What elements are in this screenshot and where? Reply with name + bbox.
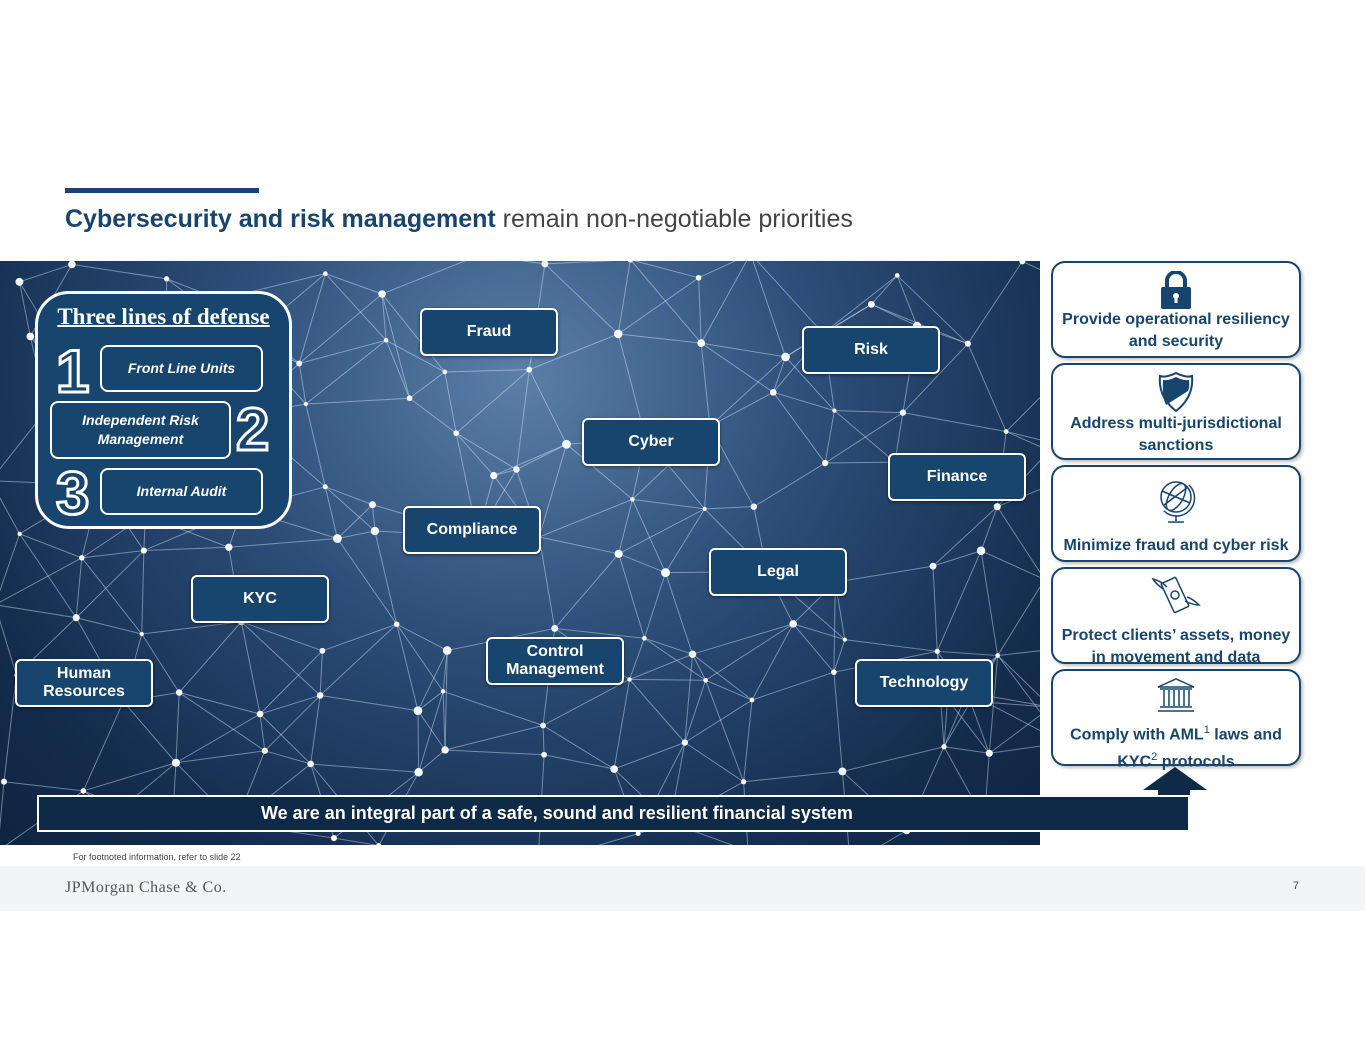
page-number: 7 (1292, 880, 1299, 892)
bank-icon (1157, 678, 1195, 712)
priority-card-compliance: Comply with AML1 laws and KYC2 protocols (1051, 669, 1301, 771)
arrow-up-icon (1143, 767, 1207, 790)
label-control-management: Control Management (486, 637, 624, 685)
independent-risk-management-box: Independent Risk Management (50, 401, 231, 459)
flying-money-icon (1151, 576, 1201, 614)
mission-banner: We are an integral part of a safe, sound… (37, 795, 1190, 832)
internal-audit-box: Internal Audit (100, 468, 263, 515)
priority-text: Protect clients’ assets, money in moveme… (1061, 627, 1291, 666)
label-legal: Legal (709, 548, 847, 596)
three-lines-of-defense-panel: Three lines of defense 1 Front Line Unit… (35, 291, 292, 529)
jpmorgan-logo: JPMorgan Chase & Co. (65, 879, 227, 896)
shield-icon (1158, 371, 1194, 413)
priority-text: Provide operational resiliency and secur… (1062, 311, 1290, 350)
priority-card-fraud: Minimize fraud and cyber risk (1051, 465, 1301, 562)
priority-text: Address multi-jurisdictional sanctions (1070, 415, 1282, 454)
label-kyc: KYC (191, 575, 329, 623)
defense-heading: Three lines of defense (57, 304, 270, 329)
footer: JPMorgan Chase & Co. 7 (0, 866, 1365, 911)
label-cyber: Cyber (582, 418, 720, 466)
footnote: For footnoted information, refer to slid… (73, 852, 241, 862)
lock-icon (1161, 271, 1191, 309)
globe-icon (1160, 481, 1196, 523)
line-number-3: 3 (54, 460, 90, 527)
label-human-resources: Human Resources (15, 659, 153, 707)
line-number-1: 1 (54, 338, 90, 405)
priority-card-resiliency: Provide operational resiliency and secur… (1051, 261, 1301, 358)
label-compliance: Compliance (403, 506, 541, 554)
line-number-2: 2 (234, 396, 270, 463)
priority-card-sanctions: Address multi-jurisdictional sanctions (1051, 363, 1301, 460)
priority-card-protect-assets: Protect clients’ assets, money in moveme… (1051, 567, 1301, 666)
page-title: Cybersecurity and risk management remain… (65, 205, 853, 233)
priority-text: Comply with AML1 laws and KYC2 protocols (1070, 724, 1282, 771)
priority-text: Minimize fraud and cyber risk (1063, 537, 1289, 554)
label-fraud: Fraud (420, 308, 558, 356)
label-risk: Risk (802, 326, 940, 374)
front-line-units-box: Front Line Units (100, 345, 263, 392)
title-accent-bar (65, 188, 259, 193)
label-finance: Finance (888, 453, 1026, 501)
label-technology: Technology (855, 659, 993, 707)
